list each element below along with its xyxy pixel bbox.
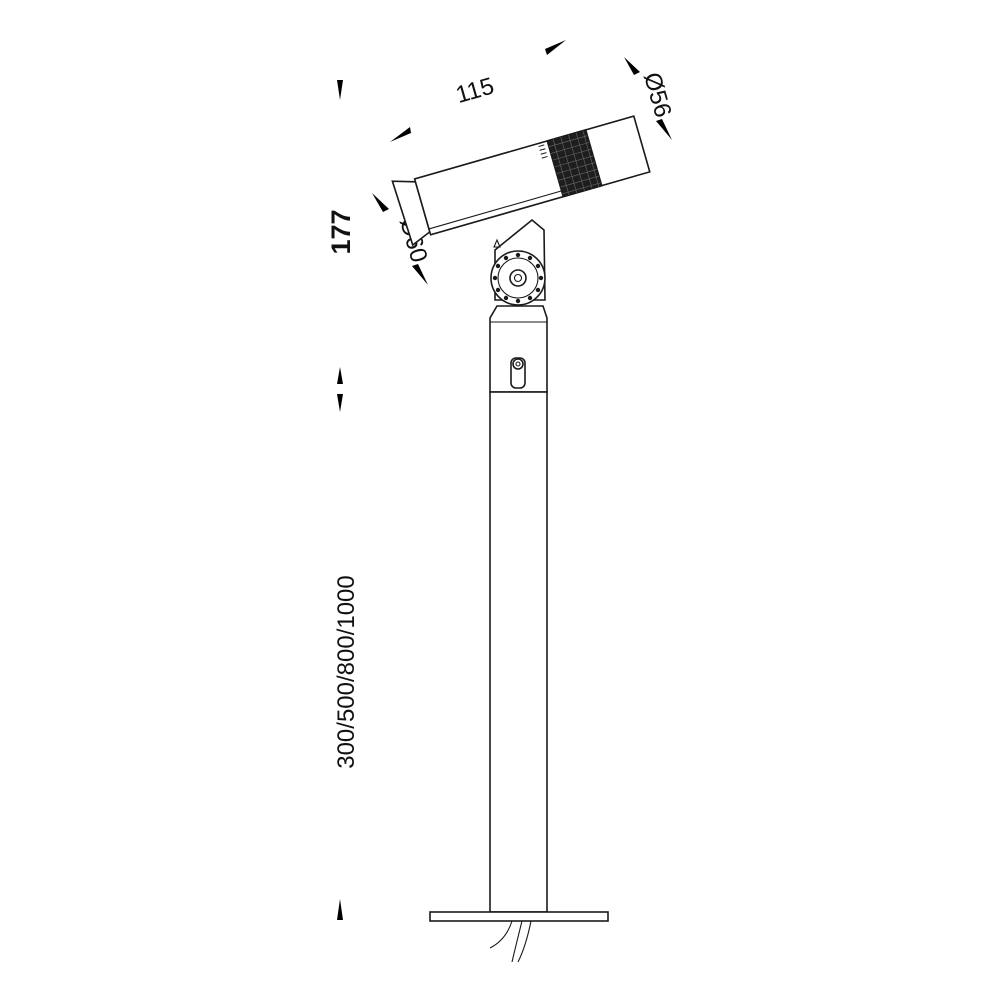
rear-diameter-arrows — [372, 193, 428, 285]
hub-bolt-center — [513, 273, 523, 283]
hub-bolt — [509, 269, 527, 287]
cable-line-3 — [517, 920, 532, 963]
head-height-arrow-top — [337, 80, 343, 100]
set-screw-center — [515, 361, 521, 367]
stake-length-arrow-top — [337, 394, 343, 412]
adjustment-hub — [490, 250, 546, 306]
rear-diameter-arrow-bottom — [412, 264, 428, 285]
length-arrow-left — [390, 127, 411, 142]
bracket-marker — [493, 238, 501, 248]
length-label: 115 — [453, 73, 497, 110]
cable-line-1 — [489, 920, 513, 949]
hub-ring — [497, 257, 539, 299]
front-diameter-arrow-top — [624, 57, 640, 75]
length-dimension-arrows — [390, 40, 566, 142]
stake-length-label: 300/500/800/1000 — [333, 575, 360, 769]
hub-teeth — [492, 252, 544, 304]
head-height-dimension-arrows — [337, 80, 343, 384]
rear-diameter-arrow-top — [372, 193, 389, 212]
base-plate — [429, 911, 609, 922]
front-diameter-arrow-bottom — [656, 119, 672, 140]
stake-length-arrow-bottom — [337, 899, 343, 920]
lamp-body — [413, 115, 651, 236]
front-diameter-label: Ø56 — [638, 69, 676, 120]
head-height-arrow-bottom — [337, 367, 343, 384]
power-cable — [489, 920, 532, 963]
focus-scale-marks — [538, 144, 548, 159]
length-arrow-right — [545, 40, 566, 55]
stake-tube — [489, 391, 548, 913]
knurl-texture — [548, 130, 601, 196]
head-height-label: 177 — [326, 209, 356, 254]
cable-line-2 — [511, 920, 523, 963]
lamp-body-seam — [428, 190, 562, 230]
front-diameter-arrows — [624, 57, 672, 140]
set-screw-head — [512, 358, 524, 370]
lamp-head — [391, 115, 651, 247]
stake-length-dimension-arrows — [337, 394, 343, 920]
set-screw — [510, 357, 526, 389]
